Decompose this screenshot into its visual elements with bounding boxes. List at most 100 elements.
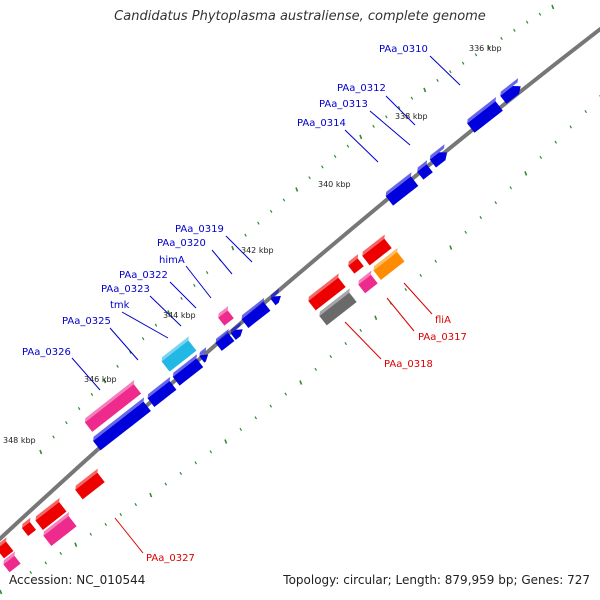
scale-tick	[59, 551, 63, 556]
gene-label-paa-0317: PAa_0317	[418, 332, 467, 343]
gene-label-paa-0314: PAa_0314	[297, 118, 346, 129]
scale-tick	[179, 471, 183, 476]
scale-tick	[209, 450, 213, 454]
scale-tick	[461, 61, 465, 65]
scale-tick	[39, 449, 43, 455]
leader-line-forward	[211, 249, 233, 275]
leader-line-forward	[121, 311, 169, 339]
scale-tick	[254, 416, 258, 420]
scale-tick	[359, 134, 363, 140]
leader-line-forward	[169, 281, 197, 309]
scale-tick	[554, 140, 558, 144]
leader-line-forward	[429, 55, 461, 86]
gene-paa-0326	[93, 397, 151, 451]
scale-tick	[167, 310, 171, 315]
gene-paa-0323	[199, 347, 209, 363]
scale-tick	[104, 522, 108, 527]
gene-red-f	[0, 537, 14, 559]
gene-paa-0322	[230, 321, 243, 340]
scale-tick	[436, 78, 439, 82]
scale-tick	[134, 502, 138, 507]
scale-tick	[494, 201, 498, 205]
gene-cyan	[161, 336, 197, 372]
gene-paa-0317	[358, 270, 378, 294]
scale-tick	[404, 287, 408, 292]
gene-label-paa-0313: PAa_0313	[319, 99, 368, 110]
scale-tick	[359, 328, 363, 332]
gene-flia	[373, 247, 405, 280]
scale-tick	[449, 70, 452, 74]
scale-label-346: 346 kbp	[84, 375, 117, 384]
scale-tick	[397, 105, 401, 109]
scale-tick	[449, 245, 453, 250]
scale-tick	[551, 4, 555, 10]
label-leaders	[71, 55, 461, 554]
scale-tick	[346, 144, 350, 148]
gene-label-paa-0320: PAa_0320	[157, 238, 206, 249]
scale-tick	[44, 561, 48, 565]
scale-tick	[257, 221, 260, 225]
gene-pink-e	[43, 511, 77, 546]
gene-pink-small	[218, 306, 234, 326]
scale-tick	[239, 427, 243, 431]
scale-tick	[513, 28, 516, 32]
scale-tick	[282, 198, 286, 202]
scale-tick	[299, 380, 303, 385]
scale-tick	[129, 350, 132, 355]
scale-tick	[65, 421, 68, 425]
scale-tick	[500, 36, 503, 40]
gene-pink-f	[3, 551, 21, 573]
leader-line-forward	[185, 265, 212, 299]
scale-tick	[410, 96, 414, 100]
genome-backbone	[0, 26, 600, 542]
leader-line-reverse	[403, 282, 433, 315]
leader-line-reverse	[386, 297, 415, 332]
scale-label-336: 336 kbp	[469, 44, 502, 53]
scale-label-338: 338 kbp	[395, 112, 428, 121]
gene-paa-0310	[500, 78, 521, 104]
scale-tick	[103, 378, 107, 384]
scale-label-344: 344 kbp	[163, 311, 196, 320]
scale-tick	[569, 125, 573, 129]
scale-tick	[193, 283, 196, 287]
gene-pink-large	[84, 379, 142, 432]
gene-paa-0325	[147, 376, 177, 407]
scale-tick	[333, 154, 337, 159]
scale-tick	[329, 354, 333, 359]
leader-line-reverse	[114, 517, 144, 554]
scale-tick	[89, 532, 93, 536]
gene-red-d	[35, 497, 67, 530]
leader-line-forward	[385, 95, 416, 126]
gene-paa-0313	[429, 144, 448, 168]
scale-tick	[77, 406, 81, 411]
scale-tick	[538, 12, 542, 16]
gene-paa-0312	[467, 96, 503, 133]
scale-tick	[149, 492, 153, 498]
leader-line-forward	[369, 110, 411, 146]
scale-ticks	[0, 4, 600, 595]
genome-summary-text: Topology: circular; Length: 879,959 bp; …	[283, 573, 590, 587]
gene-paa-0313b	[417, 160, 433, 180]
gene-paa-0319	[270, 288, 281, 306]
scale-tick	[154, 323, 158, 327]
scale-tick	[479, 216, 483, 220]
scale-tick	[205, 270, 209, 275]
gene-features	[0, 78, 521, 573]
leader-line-forward	[149, 295, 182, 327]
scale-tick	[487, 45, 491, 50]
leader-line-forward	[344, 129, 379, 163]
gene-label-paa-0310: PAa_0310	[379, 44, 428, 55]
gene-red-b	[348, 254, 364, 274]
scale-tick	[372, 124, 375, 128]
gene-label-paa-0323: PAa_0323	[101, 284, 150, 295]
leader-line-forward	[109, 327, 139, 361]
gene-red-e	[21, 517, 37, 537]
scale-tick	[29, 570, 33, 575]
gene-red-c	[308, 273, 346, 311]
scale-tick	[525, 20, 529, 24]
gene-label-paa-0327: PAa_0327	[146, 553, 195, 564]
scale-tick	[74, 542, 78, 547]
scale-tick	[419, 273, 423, 278]
